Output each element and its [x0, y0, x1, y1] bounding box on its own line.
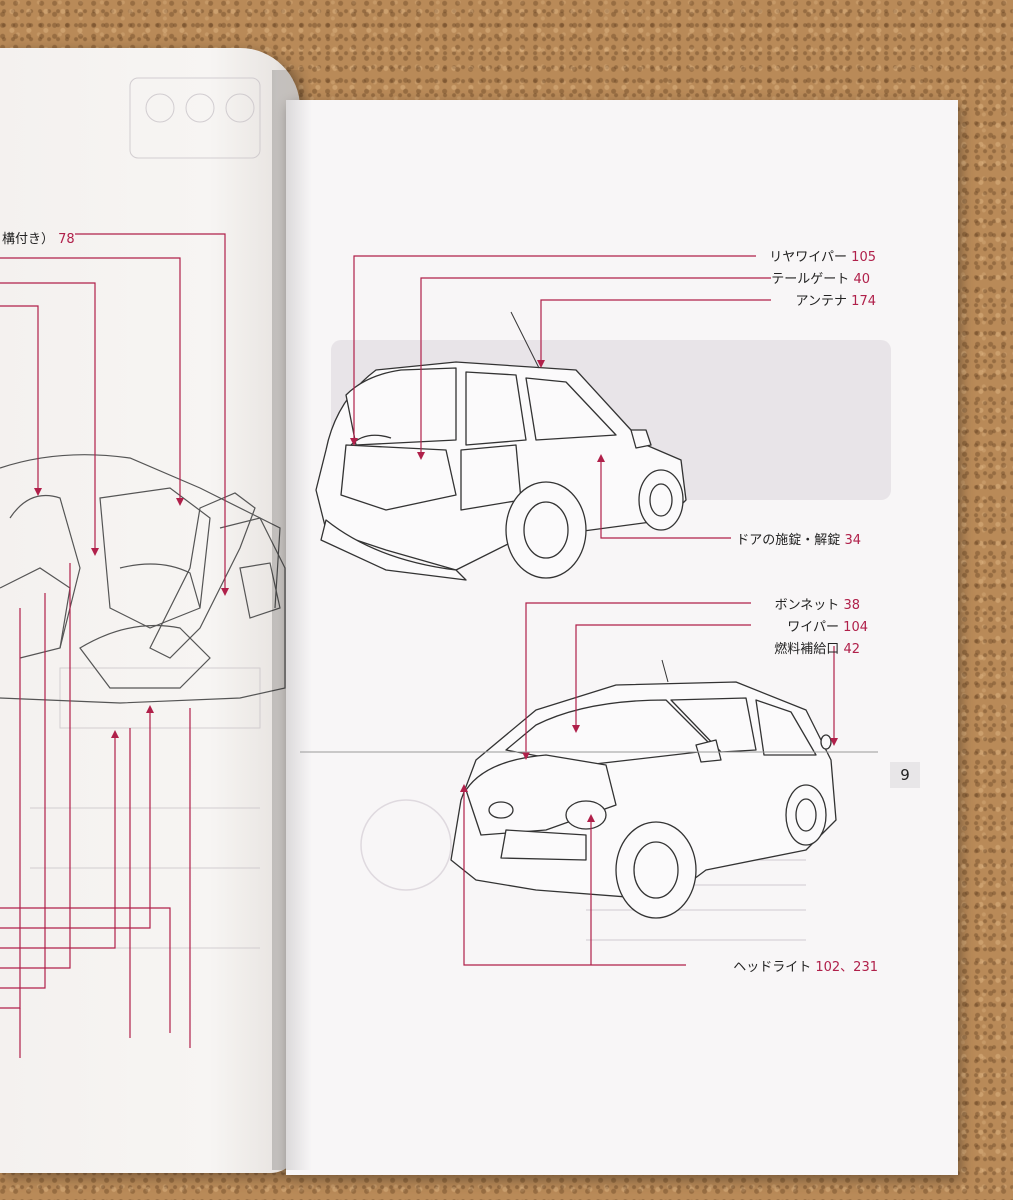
callout-text: ワイパー	[787, 620, 840, 635]
callout-rear-wiper: リヤワイパー 105	[769, 246, 876, 265]
callout-text: 燃料補給口	[774, 642, 840, 657]
callout-bonnet: ボンネット 38	[775, 594, 860, 613]
right-page-diagram	[301, 255, 891, 966]
callout-page-number: 174	[851, 294, 876, 309]
callout-page-number: 40	[853, 272, 870, 287]
callout-text: テールゲート	[771, 272, 850, 287]
callout-page-number: 42	[843, 642, 860, 657]
callout-text: ドアの施錠・解錠	[736, 533, 841, 548]
callout-page-number: 105	[851, 250, 876, 265]
callout-page-number: 38	[843, 598, 860, 613]
callout-text: アンテナ	[795, 294, 848, 309]
callout-text: ヘッドライト	[733, 960, 812, 975]
callout-text: ボンネット	[774, 598, 840, 613]
callout-door-lock: ドアの施錠・解錠 34	[736, 529, 861, 548]
callout-page-number: 104	[843, 620, 868, 635]
callout-page-number: 34	[844, 533, 861, 548]
left-page-diagram	[0, 77, 286, 1058]
left-callout-number: 78	[58, 232, 75, 247]
callout-text: リヤワイパー	[769, 250, 848, 265]
callout-antenna: アンテナ 174	[796, 290, 876, 309]
right-page: リヤワイパー 105 テールゲート 40 アンテナ 174 ドアの施錠・解錠 3…	[286, 100, 958, 1175]
callout-page-number: 102、231	[815, 960, 878, 975]
callout-fuel-filler: 燃料補給口 42	[774, 638, 860, 657]
left-page: 構付き） 78	[0, 48, 300, 1173]
page-number: 9	[890, 762, 920, 788]
left-callout: 構付き） 78	[2, 228, 75, 247]
left-callout-text: 構付き）	[2, 232, 55, 247]
callout-headlight: ヘッドライト 102、231	[733, 956, 878, 975]
callout-tailgate: テールゲート 40	[771, 268, 870, 287]
callout-wiper: ワイパー 104	[787, 616, 868, 635]
